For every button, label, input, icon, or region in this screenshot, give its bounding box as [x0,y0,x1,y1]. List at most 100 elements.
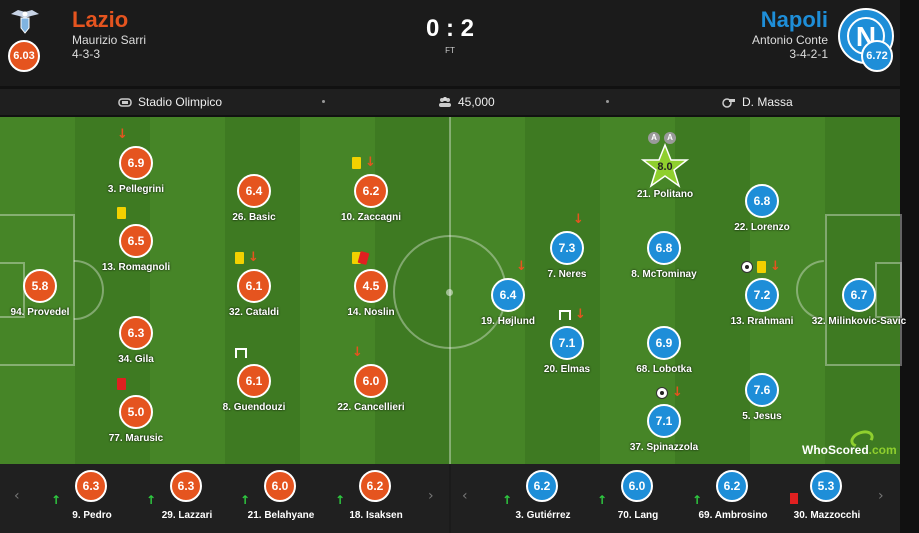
player-name: 22. Lorenzo [734,222,790,233]
sub-name: 3. Gutiérrez [515,510,571,521]
sub-pedro[interactable]: ↑ 6.3 9. Pedro [37,470,147,530]
away-team-name[interactable]: Napoli [760,7,828,32]
player-name: 19. Højlund [481,316,535,327]
away-team-rating: 6.72 [861,40,893,72]
player-rating: 6.2 [354,174,388,208]
player-rating: 6.4 [491,278,525,312]
assist-icon: A [664,132,676,144]
player-name: 21. Politano [636,189,694,200]
yellow-card-icon [117,207,126,219]
away-six-yard-box [875,262,902,318]
player-name: 13. Romagnoli [101,262,171,273]
sub-gutierrez[interactable]: ↑ 6.2 3. Gutiérrez [488,470,598,530]
sub-rating: 6.0 [264,470,296,502]
sub-on-icon: ↑ [502,493,513,507]
player-rating: 7.1 [647,404,681,438]
sub-rating: 6.2 [526,470,558,502]
pitch: ↓ 6.9 3. Pellegrini 6.5 13. Romagnoli 5.… [0,117,906,464]
player-rating: 7.3 [550,231,584,265]
info-separator [322,100,325,103]
match-header: Lazio Maurizio Sarri 4-3-3 6.03 0 : 2 FT… [0,0,900,86]
away-subs-prev-chevron-icon[interactable]: ‹ [462,488,468,504]
player-events [352,251,370,265]
player-name: 34. Gila [118,354,154,365]
player-rating: 6.4 [237,174,271,208]
player-rating: 5.8 [23,269,57,303]
away-formation: 3-4-2-1 [789,47,828,61]
player-events: ↓ [741,260,781,274]
info-separator [606,100,609,103]
crowd-icon [438,96,452,108]
sub-name: 21. Belahyane [247,510,315,521]
sub-rating: 6.3 [170,470,202,502]
player-rating: 6.8 [745,184,779,218]
pitch-stripe [150,117,225,464]
player-rating: 7.6 [745,373,779,407]
player-name: 14. Noslin [347,307,395,318]
red-card-icon [790,493,798,504]
sub-belahyane[interactable]: ↑ 6.0 21. Belahyane [226,470,336,530]
center-spot [446,289,453,296]
player-events: ↓ [235,251,259,265]
player-name: 77. Marusic [108,433,164,444]
player-name: 68. Lobotka [636,364,692,375]
player-rating: 7.2 [745,278,779,312]
player-rating: 6.0 [354,364,388,398]
sub-on-icon: ↑ [51,493,62,507]
home-subs-next-chevron-icon[interactable]: › [428,488,434,504]
player-events: ↓ [573,213,584,227]
stadium-info: Stadio Olimpico [118,94,222,110]
away-manager: Antonio Conte [751,33,828,47]
woodwork-icon [235,348,247,358]
sub-off-icon: ↓ [365,155,376,170]
player-name: 22. Cancellieri [337,402,405,413]
player-name: 32. Cataldi [228,307,280,318]
woodwork-icon [559,310,571,320]
sub-ambrosino[interactable]: ↑ 6.2 69. Ambrosino [678,470,788,530]
sub-name: 70. Lang [617,510,659,521]
player-name: 37. Spinazzola [629,442,699,453]
assist-icon: A [648,132,660,144]
sub-name: 30. Mazzocchi [793,510,861,521]
player-name: 13. Rrahmani [730,316,794,327]
player-events: A A [648,131,676,145]
sub-name: 69. Ambrosino [698,510,768,521]
whoscored-wordmark-main: WhoScored [802,443,869,457]
whistle-icon [722,96,736,108]
sub-lang[interactable]: ↑ 6.0 70. Lang [583,470,693,530]
stadium-name: Stadio Olimpico [138,95,223,109]
referee-info: D. Massa [722,94,793,110]
stadium-icon [118,96,132,108]
sub-off-icon: ↓ [117,127,128,142]
match-info-bar: Stadio Olimpico 45,000 D. Massa [0,89,900,115]
sub-on-icon: ↑ [146,493,157,507]
lazio-crest-icon[interactable] [10,8,40,36]
player-name: 7. Neres [547,269,587,280]
sub-rating: 6.3 [75,470,107,502]
match-score: 0 : 2 [425,15,475,42]
sub-mazzocchi[interactable]: 5.3 30. Mazzocchi [772,470,882,530]
away-subs-next-chevron-icon[interactable]: › [878,488,884,504]
sub-off-icon: ↓ [248,250,259,265]
sub-on-icon: ↑ [692,493,703,507]
yellow-card-icon [757,261,766,273]
home-subs-prev-chevron-icon[interactable]: ‹ [14,488,20,504]
home-manager: Maurizio Sarri [72,33,147,47]
home-team-name[interactable]: Lazio [72,7,129,32]
sub-off-icon: ↓ [352,345,363,360]
sub-on-icon: ↑ [597,493,608,507]
player-rating: 6.7 [842,278,876,312]
player-rating: 6.3 [119,316,153,350]
whoscored-wordmark-suffix: .com [868,443,897,457]
player-events: ↓ [559,308,586,322]
man-of-the-match-star-icon [640,142,690,188]
sub-name: 18. Isaksen [349,510,403,521]
player-events [235,346,247,360]
sub-rating: 5.3 [810,470,842,502]
sub-lazzari[interactable]: ↑ 6.3 29. Lazzari [132,470,242,530]
sub-isaksen[interactable]: ↑ 6.2 18. Isaksen [321,470,431,530]
attendance-info: 45,000 [438,94,495,110]
player-rating: 7.1 [550,326,584,360]
sub-name: 29. Lazzari [161,510,213,521]
player-name: 5. Jesus [742,411,782,422]
